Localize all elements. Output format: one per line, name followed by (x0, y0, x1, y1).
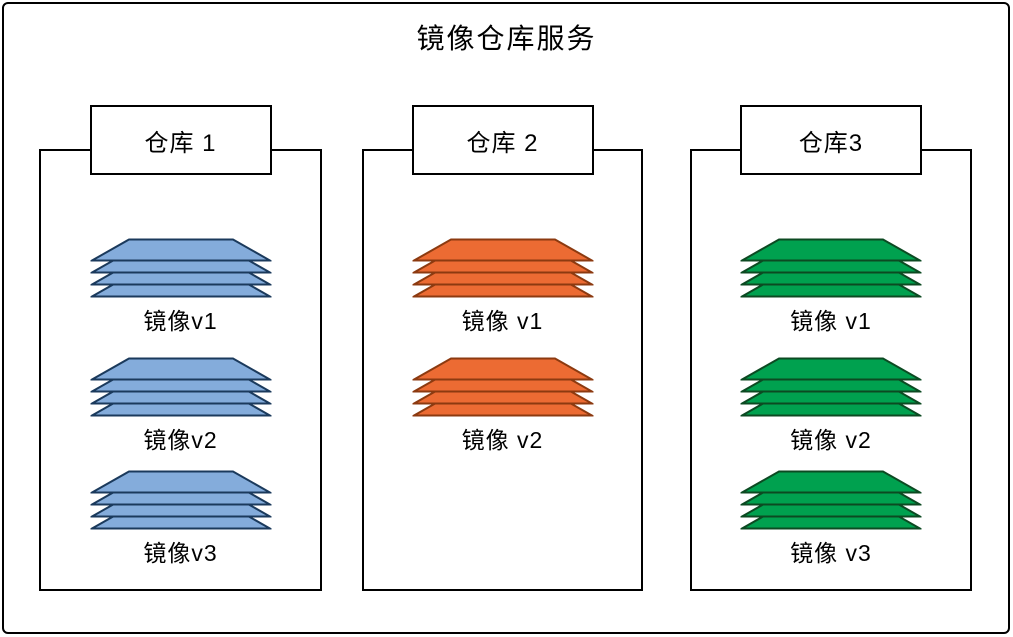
image-version-label: 镜像 v1 (790, 308, 872, 334)
warehouse-3-label: 仓库3 (798, 129, 864, 157)
warehouse-2-label: 仓库 2 (466, 129, 539, 157)
image-version-label: 镜像 v3 (790, 540, 872, 566)
warehouse-1-label-box: 仓库 1 (89, 105, 272, 175)
warehouse-3-image-v2: 镜像 v2 (741, 357, 922, 455)
warehouse-3-image-v1: 镜像 v1 (741, 238, 922, 336)
image-stack-icon (412, 238, 593, 298)
warehouse-2-container: 仓库 2 镜像 v1 镜像 v2 (362, 105, 643, 591)
warehouse-3-image-v3: 镜像 v3 (741, 470, 922, 568)
warehouse-1-image-v1: 镜像v1 (90, 238, 271, 336)
warehouse-1-image-v2: 镜像v2 (90, 357, 271, 455)
warehouse-2-image-v2: 镜像 v2 (412, 357, 593, 455)
image-version-label: 镜像 v2 (790, 427, 872, 453)
image-stack-icon (90, 357, 271, 417)
image-version-label: 镜像v1 (143, 308, 218, 334)
diagram-title: 镜像仓库服务 (416, 23, 597, 54)
warehouse-1-label: 仓库 1 (144, 129, 217, 157)
warehouse-1-image-v3: 镜像v3 (90, 470, 271, 568)
image-stack-icon (412, 357, 593, 417)
warehouse-2-image-v1: 镜像 v1 (412, 238, 593, 336)
image-stack-icon (90, 238, 271, 298)
image-version-label: 镜像v2 (143, 427, 218, 453)
image-version-label: 镜像 v1 (461, 308, 544, 334)
warehouse-2-label-box: 仓库 2 (411, 105, 594, 175)
warehouse-3-container: 仓库3 镜像 v1 镜像 v2 镜像 v3 (690, 105, 972, 591)
image-stack-icon (741, 357, 921, 417)
image-stack-icon (741, 238, 921, 298)
warehouse-1-container: 仓库 1 镜像v1 镜像v2 镜像v3 (39, 105, 322, 591)
image-version-label: 镜像 v2 (461, 427, 544, 453)
image-stack-icon (741, 470, 921, 530)
image-stack-icon (90, 470, 271, 530)
image-version-label: 镜像v3 (143, 540, 218, 566)
warehouse-3-label-box: 仓库3 (740, 105, 922, 175)
